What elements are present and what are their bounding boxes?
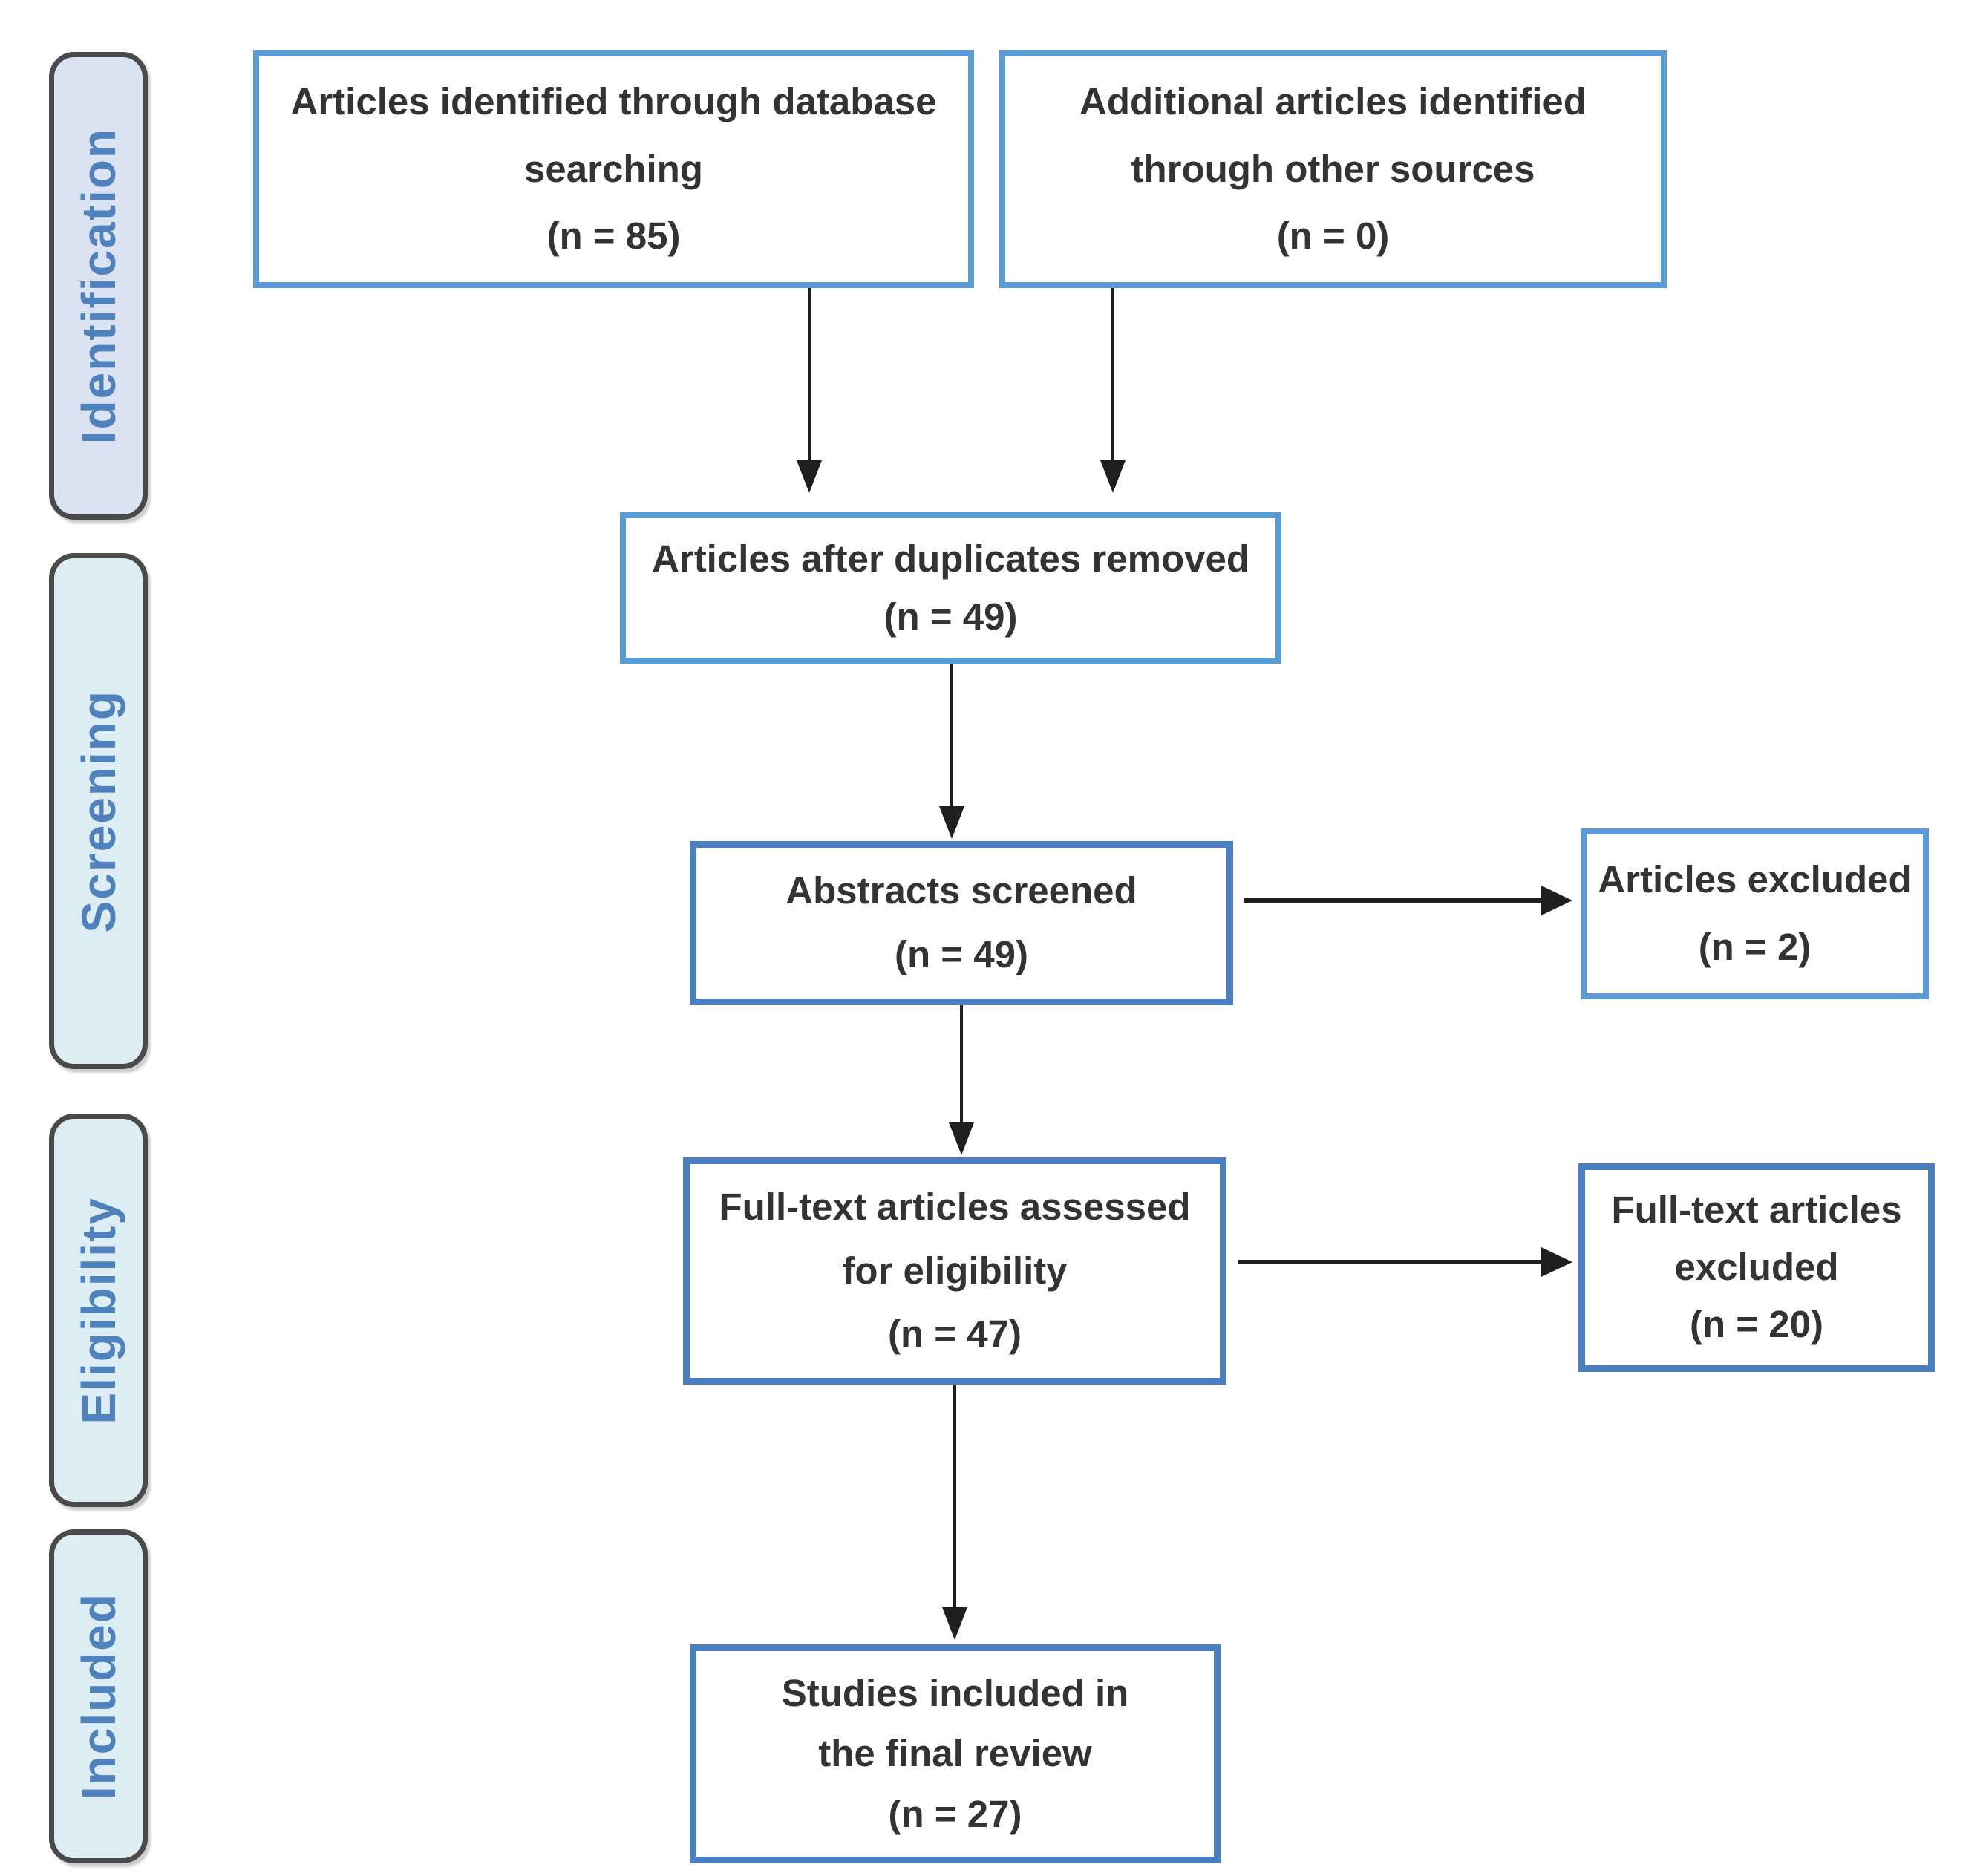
box-excluded-count: (n = 2): [1698, 926, 1812, 969]
arrowhead-down-icon: [939, 806, 964, 839]
arrow-duplicates-to-screened: [939, 664, 964, 839]
arrow-fulltext-to-fulltext-excluded: [1238, 1247, 1572, 1277]
box-studies-included-line2: the final review: [818, 1732, 1092, 1775]
arrowhead-down-icon: [797, 460, 822, 493]
box-screened-count: (n = 49): [895, 932, 1028, 975]
box-identified-other-line1: Additional articles identified: [1079, 80, 1587, 122]
box-fulltext-assessed-line2: for eligibility: [842, 1249, 1068, 1292]
box-duplicates-line1: Articles after duplicates removed: [652, 537, 1249, 580]
arrowhead-right-icon: [1541, 1247, 1572, 1277]
box-studies-included-line1: Studies included in: [781, 1671, 1129, 1714]
box-articles-excluded: Articles excluded (n = 2): [1581, 828, 1929, 999]
box-fulltext-assessed-line1: Full-text articles assessed: [719, 1186, 1191, 1229]
stage-eligibility: Eligibility: [49, 1114, 148, 1507]
box-identified-database-count: (n = 85): [546, 215, 681, 258]
box-excluded-line1: Articles excluded: [1598, 858, 1912, 901]
box-fulltext-excluded-line2: excluded: [1674, 1246, 1839, 1289]
arrow-fulltext-to-included: [942, 1385, 967, 1640]
box-identified-database: Articles identified through database sea…: [253, 50, 974, 288]
stage-identification-label: Identification: [71, 127, 125, 445]
box-identified-database-line2: searching: [524, 147, 703, 190]
stage-included: Included: [49, 1529, 148, 1863]
box-identified-other-count: (n = 0): [1276, 215, 1390, 258]
box-studies-included: Studies included in the final review (n …: [690, 1644, 1221, 1863]
arrowhead-down-icon: [949, 1122, 974, 1155]
box-identified-other-sources: Additional articles identified through o…: [999, 50, 1667, 288]
stage-screening: Screening: [49, 553, 148, 1069]
stage-included-label: Included: [71, 1592, 125, 1800]
box-after-duplicates-removed: Articles after duplicates removed (n = 4…: [620, 512, 1281, 664]
box-screened-line1: Abstracts screened: [785, 869, 1137, 912]
stage-screening-label: Screening: [71, 689, 125, 933]
stage-identification: Identification: [49, 52, 148, 520]
arrowhead-down-icon: [1100, 460, 1126, 493]
box-fulltext-excluded-line1: Full-text articles: [1611, 1189, 1902, 1232]
arrow-screened-to-fulltext: [949, 1005, 974, 1155]
box-duplicates-count: (n = 49): [883, 595, 1018, 638]
box-fulltext-excluded-count: (n = 20): [1690, 1303, 1823, 1346]
arrowhead-down-icon: [942, 1607, 967, 1640]
arrow-database-to-duplicates: [797, 288, 822, 493]
box-identified-other-line2: through other sources: [1131, 147, 1535, 190]
box-abstracts-screened: Abstracts screened (n = 49): [690, 841, 1233, 1005]
box-studies-included-count: (n = 27): [888, 1792, 1022, 1835]
arrow-screened-to-excluded: [1244, 886, 1572, 915]
arrow-other-sources-to-duplicates: [1100, 288, 1126, 493]
box-fulltext-assessed: Full-text articles assessed for eligibil…: [683, 1157, 1226, 1385]
box-fulltext-assessed-count: (n = 47): [888, 1313, 1022, 1355]
box-identified-database-line1: Articles identified through database: [290, 80, 937, 122]
stage-eligibility-label: Eligibility: [71, 1196, 125, 1425]
arrowhead-right-icon: [1541, 886, 1572, 915]
box-fulltext-excluded: Full-text articles excluded (n = 20): [1578, 1163, 1935, 1372]
